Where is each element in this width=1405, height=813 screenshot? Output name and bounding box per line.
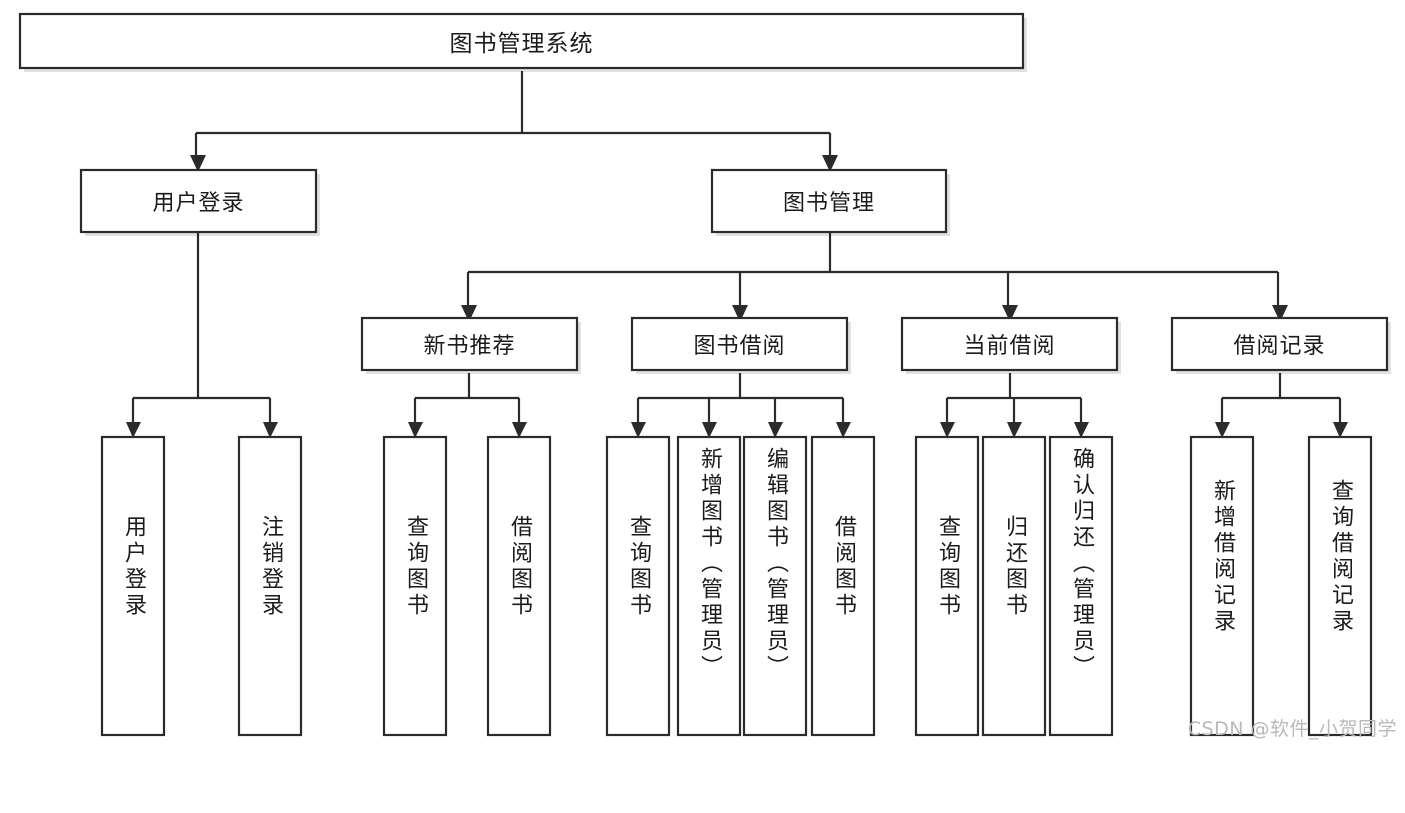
node-root-box[interactable] xyxy=(18,12,1025,70)
node-book-borrow-box[interactable] xyxy=(630,316,849,372)
leaf-box[interactable] xyxy=(1307,435,1373,737)
leaf-box[interactable] xyxy=(810,435,876,737)
leaf-box[interactable] xyxy=(382,435,448,737)
node-book-manage-box[interactable] xyxy=(710,168,948,234)
leaf-box[interactable] xyxy=(237,435,303,737)
leaf-box[interactable] xyxy=(676,435,742,737)
node-boxes xyxy=(18,12,1389,737)
node-borrow-record-box[interactable] xyxy=(1170,316,1389,372)
node-new-book-rec-box[interactable] xyxy=(360,316,579,372)
connector-arrowheads xyxy=(126,155,1348,438)
connector-lines xyxy=(131,71,1342,422)
watermark-text: CSDN @软件_小贺同学 xyxy=(1187,718,1397,740)
tree-diagram-svg xyxy=(18,12,1391,737)
leaf-box[interactable] xyxy=(100,435,166,737)
leaf-box[interactable] xyxy=(742,435,808,737)
leaf-box[interactable] xyxy=(1048,435,1114,737)
diagram-canvas-root: 图书管理系统 用户登录 图书管理 新书推荐 图书借阅 当前借阅 借阅记录 用户登… xyxy=(18,12,1397,740)
node-user-login-box[interactable] xyxy=(79,168,318,234)
leaf-box[interactable] xyxy=(1189,435,1255,737)
leaf-box[interactable] xyxy=(981,435,1047,737)
leaf-box[interactable] xyxy=(605,435,671,737)
node-current-borrow-box[interactable] xyxy=(900,316,1119,372)
leaf-box[interactable] xyxy=(486,435,552,737)
leaf-box[interactable] xyxy=(914,435,980,737)
